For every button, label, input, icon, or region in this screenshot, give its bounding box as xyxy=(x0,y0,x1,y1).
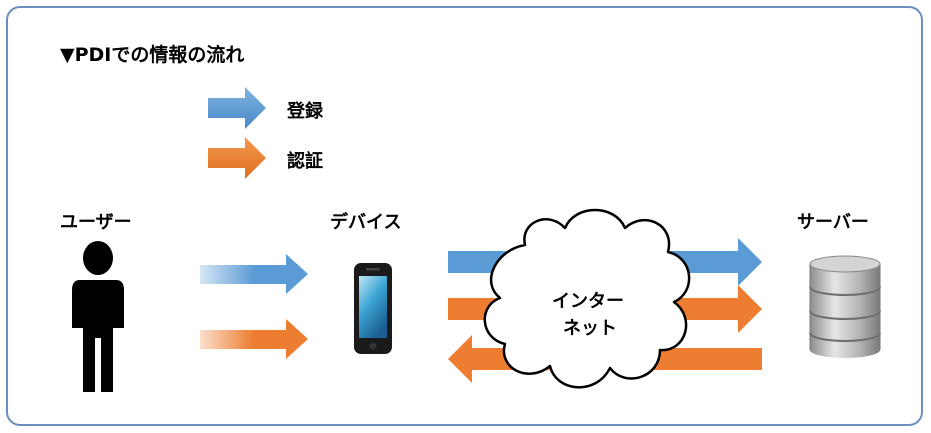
internet-label-line1: インター xyxy=(552,291,624,312)
user-label: ユーザー xyxy=(60,212,132,233)
legend-authenticate-label: 認証 xyxy=(287,151,323,172)
user-device-authenticate-arrow xyxy=(200,319,308,359)
legend-register-arrow xyxy=(208,87,266,129)
internet-label-line2: ネット xyxy=(563,318,617,339)
internet-cloud-icon xyxy=(483,208,691,389)
legend-register-label: 登録 xyxy=(287,101,323,122)
diagram-title: ▼PDIでの情報の流れ xyxy=(60,44,245,66)
server-icon xyxy=(809,255,881,358)
user-device-register-arrow xyxy=(200,254,308,294)
user-icon xyxy=(72,241,124,392)
smartphone-icon xyxy=(354,263,392,354)
server-label: サーバー xyxy=(797,212,869,233)
device-label: デバイス xyxy=(330,212,402,233)
legend-authenticate-arrow xyxy=(208,137,266,179)
